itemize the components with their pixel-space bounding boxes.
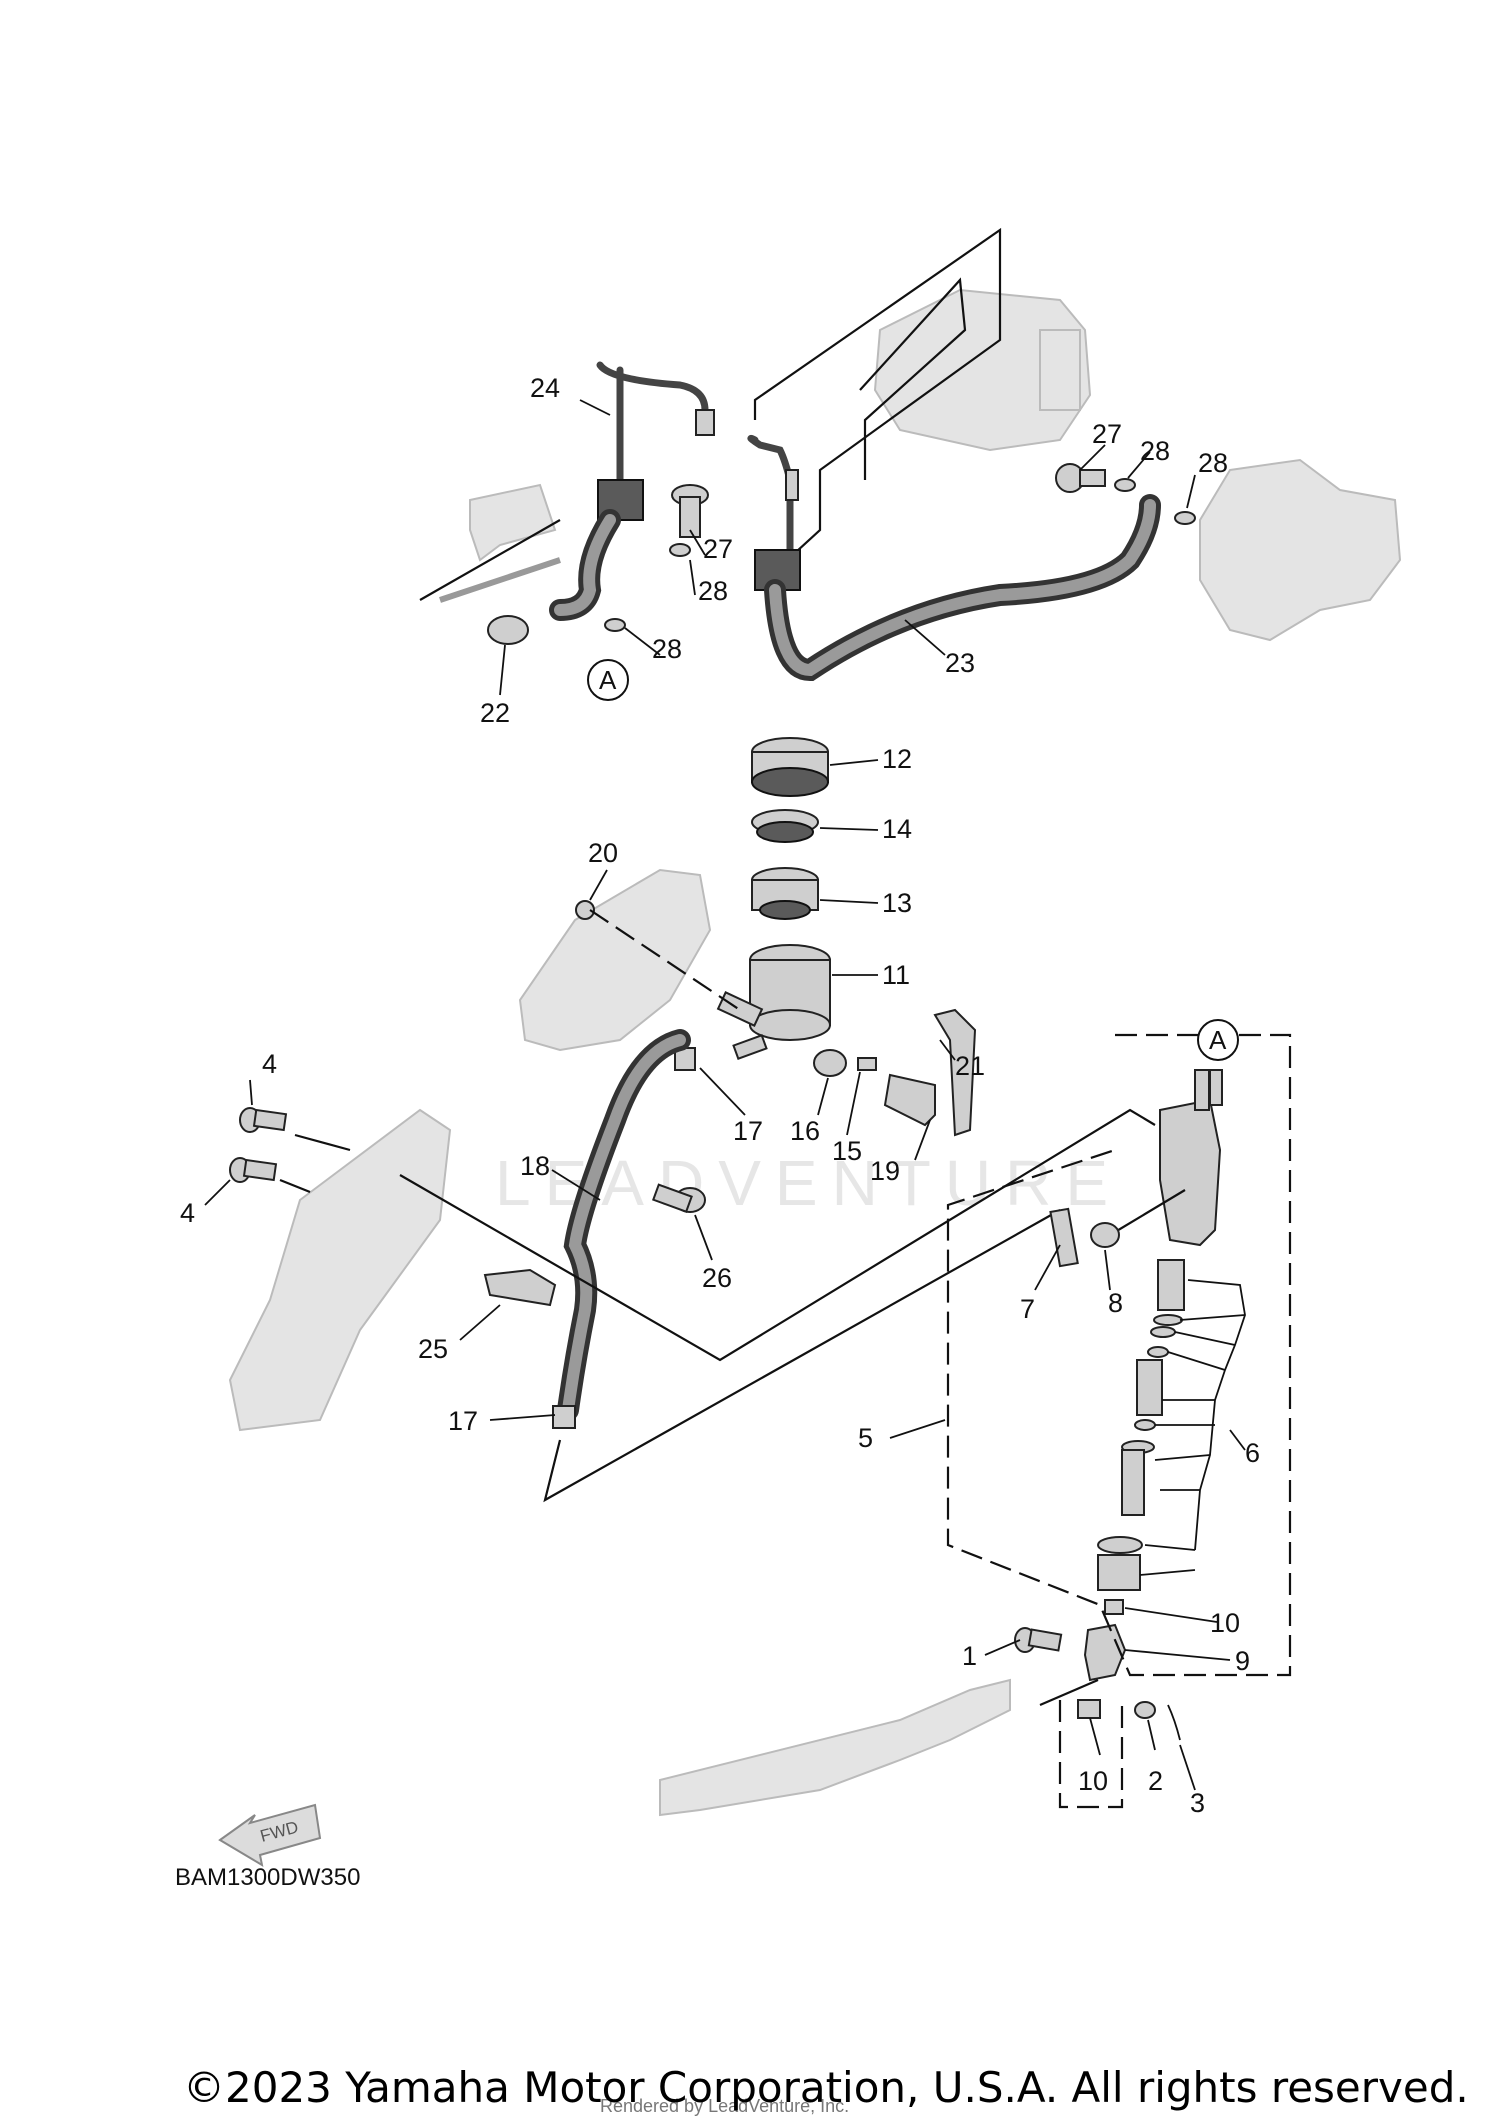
brake-pedal-illustration (659, 1678, 1011, 1817)
callout-28-c: 28 (1140, 436, 1170, 466)
clevis-outline (1058, 1700, 1124, 1809)
bolt-4-lower (229, 1157, 278, 1183)
callout-1: 1 (962, 1641, 977, 1671)
diagram-code: BAM1300DW350 (175, 1864, 360, 1891)
hose-clamp-22 (487, 615, 529, 645)
reference-line-top (753, 227, 1002, 586)
callout-2: 2 (1148, 1766, 1163, 1796)
rendered-by-text: Rendered by LeadVenture, Inc. (600, 2096, 849, 2116)
callout-15: 15 (832, 1136, 862, 1166)
gasket-28-c (1114, 478, 1136, 492)
reservoir-tank-11 (716, 944, 831, 1060)
frame-bracket-illustration (518, 868, 712, 1052)
union-bolt-27-right (1055, 463, 1106, 493)
gasket-28-a (669, 543, 691, 557)
callout-10-lower: 10 (1078, 1766, 1108, 1796)
callout-26: 26 (702, 1263, 732, 1293)
gasket-28-d (1174, 511, 1196, 525)
bolt-4-axis-upper (294, 1133, 351, 1152)
abs-unit-illustration (873, 288, 1092, 452)
callout-21: 21 (955, 1051, 985, 1081)
callout-25: 25 (418, 1334, 448, 1364)
cylinder-kit-6 (1097, 1259, 1185, 1591)
callout-20: 20 (588, 838, 618, 868)
callout-14: 14 (882, 814, 912, 844)
clevis-9 (1083, 1623, 1127, 1682)
callout-10-upper: 10 (1210, 1608, 1240, 1638)
kit-6-brace (1139, 1279, 1246, 1576)
bolt-20 (575, 900, 595, 920)
reference-line-bottom (543, 1209, 1061, 1503)
grommet-8 (1090, 1222, 1120, 1248)
callout-27-right: 27 (1092, 419, 1122, 449)
nut-10-lower (1077, 1699, 1101, 1719)
callout-28-b: 28 (652, 634, 682, 664)
callout-28-a: 28 (698, 576, 728, 606)
callout-18: 18 (520, 1151, 550, 1181)
bolt-26 (652, 1183, 706, 1213)
union-bolt-27-left (671, 484, 709, 538)
bracket-19 (883, 1073, 936, 1127)
kit-5-outline (946, 1033, 1292, 1677)
callout-17-top: 17 (733, 1116, 763, 1146)
callout-5: 5 (858, 1423, 873, 1453)
callout-28-d: 28 (1198, 448, 1228, 478)
callout-4-lower: 4 (180, 1198, 195, 1228)
reference-mark-a-cylinder-label: A (1209, 1025, 1227, 1055)
reservoir-hose-18 (557, 1029, 691, 1421)
callout-22: 22 (480, 698, 510, 728)
screw-15 (857, 1057, 877, 1071)
cotter-pin-3 (1167, 1704, 1181, 1741)
reference-mark-a-top-label: A (599, 665, 617, 695)
callout-4-upper: 4 (262, 1049, 277, 1079)
bolt-4-axis-lower (279, 1178, 311, 1194)
bolt-4-upper (239, 1107, 288, 1133)
reservoir-cap-12 (751, 737, 829, 797)
callout-9: 9 (1235, 1646, 1250, 1676)
callout-11: 11 (882, 960, 910, 990)
hose-bracket-illustration (439, 483, 561, 603)
hose-clamp-25 (483, 1268, 557, 1307)
callout-19: 19 (870, 1156, 900, 1186)
callout-13: 13 (882, 888, 912, 918)
fwd-arrow-icon: FWD (218, 1803, 322, 1868)
callout-3: 3 (1190, 1788, 1205, 1818)
rear-caliper-illustration (1199, 458, 1402, 642)
brake-hose-23 (747, 434, 1161, 682)
master-cylinder-body (1159, 1069, 1223, 1247)
grommet-16 (813, 1049, 847, 1077)
pedal-link (1039, 1678, 1099, 1707)
callout-17-bottom: 17 (448, 1406, 478, 1436)
copyright-text: ©2023 Yamaha Motor Corporation, U.S.A. A… (183, 2063, 1469, 2112)
bolt-1 (1014, 1627, 1063, 1653)
nut-10-upper (1104, 1599, 1124, 1615)
bracket-21 (933, 1008, 977, 1137)
reference-mark-a-cylinder: A (1197, 1019, 1239, 1061)
reference-mark-a-top: A (587, 659, 629, 701)
hose-joint-7 (1049, 1207, 1079, 1268)
washer-2 (1134, 1701, 1156, 1719)
callout-27-left: 27 (703, 534, 733, 564)
callout-12: 12 (882, 744, 912, 774)
callout-leaders (204, 399, 1231, 1791)
callout-24: 24 (530, 373, 560, 403)
diaphragm-14 (751, 809, 819, 843)
callout-7: 7 (1020, 1294, 1035, 1324)
hose-clip-17-bottom (552, 1405, 576, 1429)
hose-joint-axis (1109, 1189, 1186, 1236)
diaphragm-plate-13 (751, 867, 819, 920)
callout-8: 8 (1108, 1288, 1123, 1318)
callout-23: 23 (945, 648, 975, 678)
reference-line-top-left (419, 519, 561, 601)
reference-line-middle (399, 1108, 1156, 1362)
callout-16: 16 (790, 1116, 820, 1146)
gasket-28-b (604, 618, 626, 632)
footrest-bracket-illustration (228, 1108, 452, 1432)
reference-line-top-inner (859, 277, 967, 480)
callout-6: 6 (1245, 1438, 1260, 1468)
